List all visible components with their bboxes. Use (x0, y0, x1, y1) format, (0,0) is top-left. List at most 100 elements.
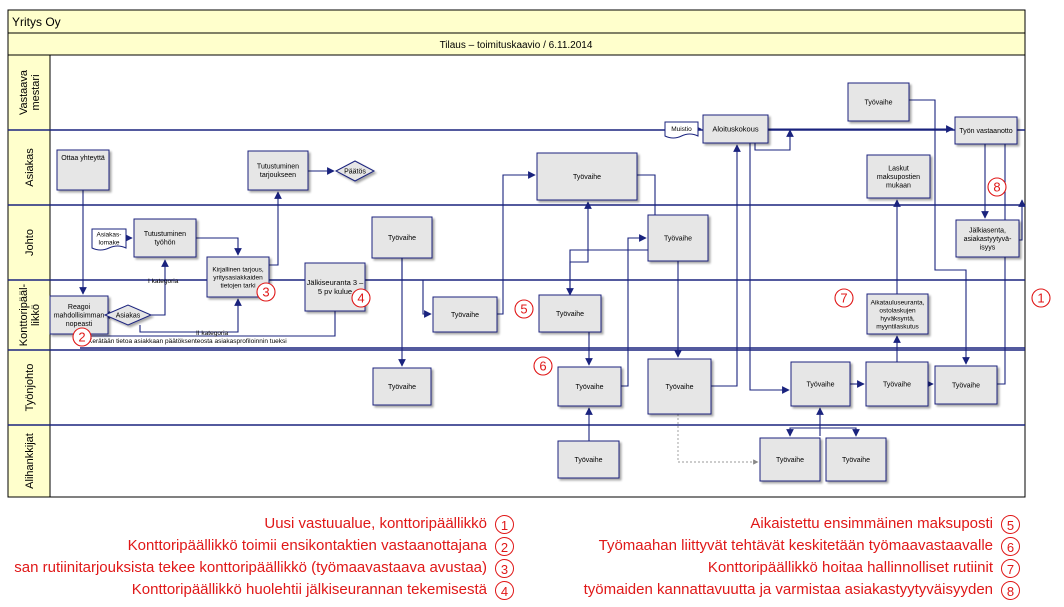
process-tyovaihe-johto-1[interactable]: Työvaihe (371, 216, 433, 259)
legend-item-4: Konttoripäällikkö huolehtii jälkiseurann… (132, 580, 514, 600)
process-tyovaihe-tyojohto-6[interactable]: Työvaihe (934, 365, 998, 405)
lane-alihankkijat: Alihankkijat (7, 424, 1025, 498)
callout-marker-1: 1 (1031, 288, 1051, 308)
lane-label: Vastaavamestari (18, 69, 42, 115)
process-box (759, 437, 821, 482)
connector (497, 171, 536, 315)
process-label: Työvaihe (665, 384, 693, 391)
process-box (955, 219, 1020, 258)
process-label: Työvaihe (664, 235, 692, 242)
document-label: Muistio (671, 126, 692, 133)
lane-label: Asiakas (24, 148, 36, 187)
process-aloituskokous[interactable]: Aloituskokous (702, 114, 769, 144)
decision-paatos[interactable]: Päätös (334, 160, 376, 182)
process-tyovaihe-vastaava-1[interactable]: Työvaihe (847, 82, 910, 122)
process-box (647, 214, 709, 262)
marker-number: 6 (539, 359, 546, 374)
lane-label-cell (7, 204, 51, 281)
connector (196, 237, 242, 256)
legend-text: Työmaahan liittyvät tehtävät keskitetään… (598, 537, 993, 554)
document-shape (91, 228, 127, 251)
legend-number: 6 (1001, 536, 1020, 556)
process-label: Työvaihe (842, 457, 870, 464)
process-box (557, 440, 620, 479)
process-ottaa-yhteytta[interactable]: Ottaa yhteyttä (56, 149, 110, 191)
process-box (702, 114, 769, 144)
process-box (372, 367, 432, 406)
process-box (133, 218, 197, 258)
marker-circle (533, 356, 553, 376)
process-tyovaihe-tyojohto-2[interactable]: Työvaihe (557, 366, 622, 407)
process-box (790, 361, 851, 407)
process-tyovaihe-tyojohto-1[interactable]: Työvaihe (372, 367, 432, 406)
decision-diamond (334, 160, 376, 182)
edge-label-ii-kategoria: II kategoria (196, 330, 229, 337)
process-box (647, 358, 712, 415)
process-box (557, 366, 622, 407)
lane-konttori: Konttoripääl-likkö (7, 279, 1025, 351)
legend-text: Aikaistettu ensimmäinen maksuposti (750, 515, 993, 532)
marker-circle (351, 288, 371, 308)
process-label: Työvaihe (776, 457, 804, 464)
process-tyovaihe-konttori-1[interactable]: Työvaihe (432, 296, 498, 333)
legend-number: 3 (495, 558, 514, 578)
legend-item-7: Konttoripäällikkö hoitaa hallinnolliset … (708, 558, 1020, 578)
document-asiakaslomake[interactable]: Asiakas-lomake (91, 228, 127, 251)
diagram-title: Tilaus – toimituskaavio / 6.11.2014 (440, 40, 593, 51)
process-tyovaihe-alihank-2[interactable]: Työvaihe (759, 437, 821, 482)
legend-text: työmaiden kannattavuutta ja varmistaa as… (583, 581, 993, 598)
marker-number: 4 (357, 291, 364, 306)
legend-item-6: Työmaahan liittyvät tehtävät keskitetään… (599, 536, 1020, 556)
process-label: Työvaihe (556, 311, 584, 318)
edge-label-i-kategoria: I kategoria (148, 278, 179, 285)
connector (151, 259, 169, 316)
legend-number: 1 (495, 514, 514, 534)
company-name: Yritys Oy (12, 15, 61, 29)
connector (786, 427, 820, 437)
process-tyovaihe-asiakas-1[interactable]: Työvaihe (536, 152, 638, 201)
document-shape (664, 121, 699, 139)
process-label: Jälkiasenta,asiakastyytyvä-isyys (964, 227, 1013, 251)
callout-marker-6: 6 (533, 356, 553, 376)
connector (269, 191, 282, 266)
legend-item-5: Aikaistettu ensimmäinen maksuposti 5 (750, 514, 1020, 534)
marker-number: 8 (993, 180, 1000, 195)
process-tyovaihe-alihank-3[interactable]: Työvaihe (825, 437, 887, 482)
marker-circle (1031, 288, 1051, 308)
process-label: Työvaihe (574, 457, 602, 464)
process-box (934, 365, 998, 405)
process-tyovaihe-johto-2[interactable]: Työvaihe (647, 214, 709, 262)
legend-number: 5 (1001, 514, 1020, 534)
lane-label: Työnjohto (24, 364, 36, 412)
process-tyovaihe-tyojohto-3[interactable]: Työvaihe (647, 358, 712, 415)
process-tyovaihe-tyojohto-4[interactable]: Työvaihe (790, 361, 851, 407)
callout-marker-7: 7 (834, 288, 854, 308)
process-label: Ottaa yhteyttä (61, 155, 105, 162)
marker-number: 3 (262, 285, 269, 300)
process-tyon-vastaanotto[interactable]: Työn vastaanotto (954, 116, 1018, 145)
process-jalkiasenta[interactable]: Jälkiasenta,asiakastyytyvä-isyys (955, 219, 1020, 258)
process-tyovaihe-konttori-2[interactable]: Työvaihe (538, 294, 602, 333)
document-muistio[interactable]: Muistio (664, 121, 699, 139)
decision-asiakas-decision[interactable]: Asiakas (103, 304, 153, 326)
process-label: Työvaihe (575, 384, 603, 391)
process-tyovaihe-tyojohto-5[interactable]: Työvaihe (865, 361, 929, 407)
process-box (825, 437, 887, 482)
marker-number: 1 (1037, 291, 1044, 306)
process-tyovaihe-alihank-1[interactable]: Työvaihe (557, 440, 620, 479)
legend-item-3: san rutiinitarjouksista tekee konttoripä… (14, 558, 514, 578)
legend-text: Konttoripäällikkö toimii ensikontaktien … (127, 537, 487, 554)
